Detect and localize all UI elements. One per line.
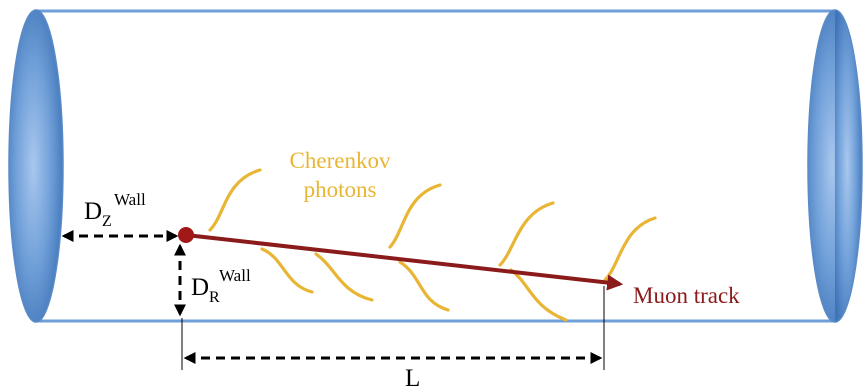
dz-sup: Wall bbox=[114, 190, 146, 209]
dr-base: D bbox=[191, 274, 209, 301]
left-end-cap bbox=[8, 9, 64, 323]
l-label: L bbox=[405, 365, 420, 388]
photon-7 bbox=[398, 260, 450, 312]
interaction-vertex bbox=[178, 227, 194, 243]
cherenkov-label-line1: Cherenkov bbox=[290, 148, 391, 173]
photon-5 bbox=[260, 247, 314, 294]
tank-body bbox=[35, 9, 835, 323]
photon-2 bbox=[388, 183, 442, 249]
dz-sub: Z bbox=[102, 213, 112, 230]
photon-6 bbox=[314, 252, 374, 302]
dr-wall-label: D R Wall bbox=[191, 266, 251, 306]
photon-3 bbox=[498, 201, 555, 267]
dr-sub: R bbox=[209, 289, 220, 306]
cherenkov-photons bbox=[208, 168, 657, 322]
right-cap-visible bbox=[834, 9, 863, 323]
cherenkov-label-line2: photons bbox=[304, 177, 377, 202]
photon-8 bbox=[509, 268, 568, 322]
dz-base: D bbox=[84, 198, 102, 225]
muon-track-label: Muon track bbox=[633, 283, 740, 308]
dz-wall-label: D Z Wall bbox=[84, 190, 146, 230]
dr-sup: Wall bbox=[219, 266, 251, 285]
photon-1 bbox=[208, 168, 262, 232]
muon-track-arrow bbox=[185, 233, 624, 291]
